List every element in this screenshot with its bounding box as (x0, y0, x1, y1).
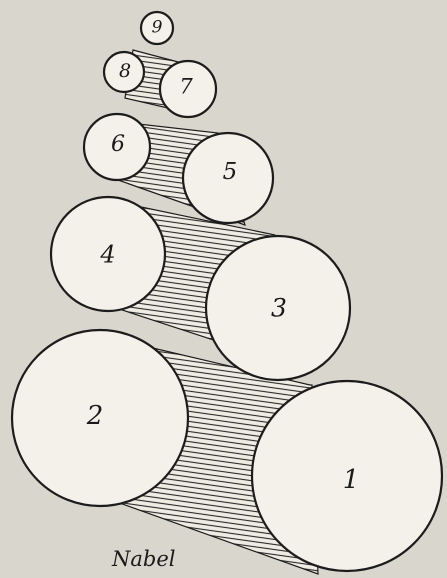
whorl-circle-5 (181, 131, 275, 225)
whorl-circle-3 (204, 234, 352, 382)
whorl-label-4: 4 (99, 241, 115, 269)
whorl-label-3: 3 (271, 294, 287, 323)
whorl-label-8: 8 (119, 60, 131, 82)
whorl-label-7: 7 (179, 75, 193, 99)
whorl-circle-6 (82, 112, 152, 182)
whorl-circle-4 (49, 195, 167, 313)
figure-caption: Nabel (111, 547, 175, 571)
whorl-label-6: 6 (111, 132, 125, 157)
whorl-circle-9 (139, 10, 175, 46)
whorl-label-2: 2 (86, 401, 104, 431)
whorl-circle-8 (102, 50, 146, 94)
whorl-label-5: 5 (223, 159, 238, 185)
whorl-circle-2 (10, 328, 190, 508)
whorl-circle-7 (158, 59, 218, 119)
whorl-label-9: 9 (152, 18, 163, 38)
whorl-label-1: 1 (343, 465, 360, 495)
whorl-circle-1 (250, 379, 444, 573)
